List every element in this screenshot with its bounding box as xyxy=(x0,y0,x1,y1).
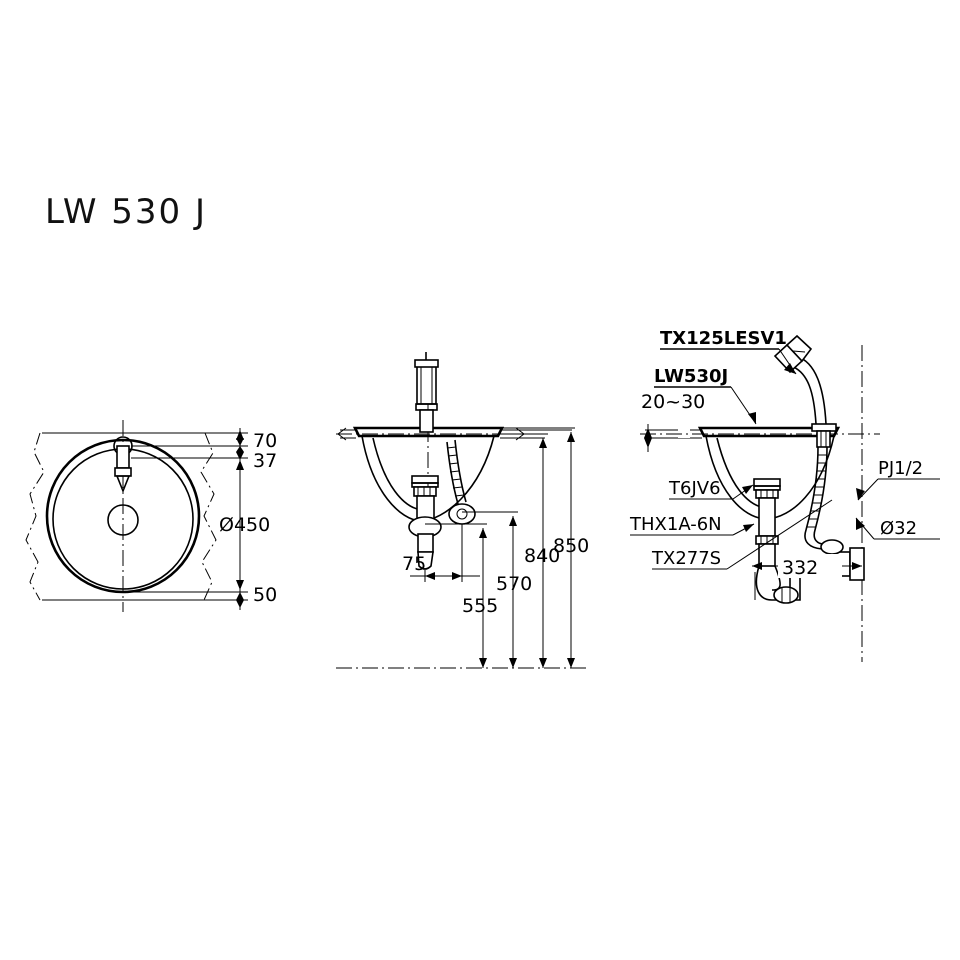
side-callout-drain-label: T6JV6 xyxy=(668,478,721,499)
section-drain-nut xyxy=(413,486,437,497)
plan-view: 70 37 Ø450 50 xyxy=(25,420,277,612)
side-drain-flange xyxy=(753,478,781,487)
section-hose-corrugation xyxy=(446,446,465,497)
plan-arrow-37-bottom xyxy=(236,452,244,460)
plan-arrow-dia-bottom xyxy=(236,580,244,590)
side-spout-outer-curve xyxy=(790,365,817,425)
plan-right-break-line xyxy=(200,432,217,601)
section-faucet-body xyxy=(416,365,437,405)
section-supply-hose-left xyxy=(446,441,459,505)
section-dim-75: 75 xyxy=(402,553,426,575)
section-arrow-840-bottom xyxy=(539,658,547,668)
section-arrow-555-top xyxy=(479,528,487,538)
plan-arrow-50-top xyxy=(236,592,244,600)
side-arrow-332-right xyxy=(852,562,862,570)
plan-dim-37: 37 xyxy=(253,450,277,472)
plan-arrow-dia-top xyxy=(236,460,244,470)
side-callout-faucet-label: TX125LESV1 xyxy=(660,328,787,349)
side-callout-faucet-arrow xyxy=(784,363,796,374)
plan-left-break-line xyxy=(25,432,45,601)
side-arrow-thickness-bottom xyxy=(644,438,652,448)
section-arrow-75-right xyxy=(452,572,462,580)
plan-dim-70: 70 xyxy=(253,430,277,452)
side-arrow-thickness-top xyxy=(644,428,652,438)
plan-arrow-70-top xyxy=(236,430,244,440)
side-faucet-shank xyxy=(816,430,831,448)
side-callout-supply-label: PJ1/2 xyxy=(878,458,923,479)
section-arrow-570-top xyxy=(509,516,517,526)
side-section-view: 20~30 332 TX125LESV1 LW530J T6JV6 xyxy=(629,328,940,662)
plan-dim-50: 50 xyxy=(253,584,277,606)
plan-arrow-70-bottom xyxy=(236,438,244,446)
section-arrow-570-bottom xyxy=(509,658,517,668)
front-section-view: 75 555 570 840 85 xyxy=(336,352,590,669)
section-dim-840: 840 xyxy=(524,545,560,567)
side-arrow-332-left xyxy=(752,562,762,570)
page-title: LW 530 J xyxy=(45,192,207,232)
side-callout-trap-label: TX277S xyxy=(651,548,721,569)
plan-faucet-collar xyxy=(114,467,132,477)
section-arrow-850-bottom xyxy=(567,658,575,668)
section-bowl-inner-profile xyxy=(372,437,423,511)
section-arrow-75-left xyxy=(425,572,435,580)
side-trap-cleanout xyxy=(773,586,799,604)
section-arrow-555-bottom xyxy=(479,658,487,668)
section-dim-850: 850 xyxy=(553,535,589,557)
section-arrow-840-top xyxy=(539,438,547,448)
side-faucet-lever xyxy=(785,334,813,363)
side-supply-stop-valve xyxy=(820,539,844,555)
side-supply-hose-right xyxy=(813,446,828,545)
side-callout-outlet-arrow xyxy=(856,518,865,530)
side-counter-break-gap xyxy=(678,429,690,438)
side-callout-tailpiece-label: THX1A-6N xyxy=(629,514,722,535)
side-faucet-base-flange xyxy=(811,423,837,432)
side-dim-332-text-bg xyxy=(778,554,842,578)
section-tailpipe-lower xyxy=(417,533,434,553)
side-callout-trap-leader xyxy=(726,499,833,570)
plan-arrow-37-top xyxy=(236,446,244,452)
plan-arrow-50-bottom xyxy=(236,600,244,608)
section-angle-stop-valve xyxy=(448,503,476,525)
side-faucet-head-detail xyxy=(792,350,806,353)
side-callout-supply-leader xyxy=(857,478,879,501)
side-callout-basin-arrow xyxy=(748,412,756,424)
section-arrow-850-top xyxy=(567,432,575,442)
side-callout-drain-arrow xyxy=(742,485,753,494)
side-dim-332: 332 xyxy=(782,557,818,579)
side-trap-outer xyxy=(755,565,801,601)
section-tailpipe-end xyxy=(417,551,434,570)
side-callout-supply-arrow xyxy=(856,488,865,500)
section-dim-570: 570 xyxy=(496,573,532,595)
section-drain-flange xyxy=(411,475,439,484)
plan-dim-diameter: Ø450 xyxy=(219,514,270,536)
section-valve-detail xyxy=(456,508,468,520)
side-dim-thickness: 20~30 xyxy=(641,391,705,413)
section-faucet-cap xyxy=(414,359,439,368)
side-tailpiece xyxy=(758,497,776,537)
plan-faucet-spout-arrow xyxy=(115,475,131,494)
plan-faucet-body xyxy=(116,445,130,469)
section-faucet-collar xyxy=(415,403,438,411)
section-dim-555: 555 xyxy=(462,595,498,617)
side-supply-hose-left xyxy=(804,446,823,550)
side-callout-outlet-label: Ø32 xyxy=(880,518,917,539)
side-callout-basin-label: LW530J xyxy=(654,366,728,387)
side-callout-tailpiece-arrow xyxy=(743,524,754,532)
section-faucet-shank xyxy=(419,409,434,433)
